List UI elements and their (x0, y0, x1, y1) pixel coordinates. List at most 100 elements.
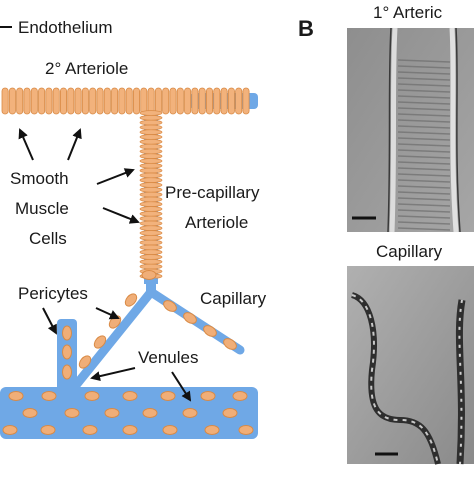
panel-b-top-title: 1° Arteric (373, 3, 443, 22)
arrow-pericytes-capillary (95, 307, 120, 320)
pericyte (204, 425, 220, 435)
arteriole-2-label: 2° Arteriole (45, 59, 128, 78)
panel-b-letter: B (298, 16, 314, 41)
pericyte (223, 338, 237, 350)
smooth-muscle-ring (139, 215, 163, 222)
smooth-muscle-ring (140, 87, 148, 115)
smooth-muscle-ring (139, 244, 163, 251)
smooth-muscle-ring (139, 254, 163, 260)
smooth-muscle-ring (139, 187, 163, 193)
smooth-muscle-ring (139, 201, 163, 207)
smooth-muscle-ring (139, 225, 163, 231)
smooth-muscle-ring (139, 196, 163, 203)
smooth-muscle-ring (30, 87, 38, 115)
smooth-muscle-ring (139, 143, 163, 150)
smooth-muscle-ring (227, 87, 235, 115)
smooth-muscle-ring (220, 87, 228, 115)
pericyte (64, 408, 80, 418)
smooth-muscle-ring (111, 87, 119, 115)
smooth-muscle-ring (139, 158, 163, 164)
arrow-venules-vertical (90, 367, 136, 382)
pericyte (232, 391, 248, 401)
smooth-muscle-ring (1, 87, 9, 115)
smooth-muscle-ring (184, 87, 192, 115)
smooth-muscle-ring (74, 87, 82, 115)
smooth-muscle-label-line3: Cells (29, 229, 67, 248)
smooth-muscle-ring (139, 139, 163, 145)
precapillary-smooth-muscle-rings (139, 110, 163, 279)
smooth-muscle-ring (235, 87, 243, 115)
pericyte (122, 391, 138, 401)
endothelium-label: Endothelium (18, 18, 113, 37)
smooth-muscle-ring (8, 87, 16, 115)
arrow-smooth-muscle-left (18, 128, 34, 161)
pericyte (163, 300, 177, 312)
pericyte (183, 312, 197, 324)
smooth-muscle-ring (139, 153, 163, 159)
smooth-muscle-ring (169, 87, 177, 115)
smooth-muscle-ring (16, 87, 24, 115)
arrow-pericytes-venule (42, 307, 57, 335)
smooth-muscle-ring (191, 87, 199, 115)
pericyte (222, 408, 238, 418)
smooth-muscle-ring (139, 148, 163, 155)
arrow-smooth-muscle-precap-lower (102, 207, 140, 224)
pericyte (82, 425, 98, 435)
smooth-muscle-ring (139, 263, 163, 270)
smooth-muscle-ring (139, 172, 163, 179)
precapillary-arteriole-vessel (139, 110, 163, 284)
smooth-muscle-ring (139, 235, 163, 241)
arteriole-smooth-muscle-rings (1, 87, 250, 115)
smooth-muscle-ring (139, 249, 163, 255)
pericyte (200, 391, 216, 401)
micrograph-capillary (347, 266, 474, 465)
pericyte (62, 344, 72, 360)
pericyte (62, 364, 72, 380)
smooth-muscle-ring (198, 87, 206, 115)
smooth-muscle-ring (139, 124, 163, 131)
smooth-muscle-ring (139, 220, 163, 227)
smooth-muscle-ring (147, 87, 155, 115)
pericyte (141, 270, 157, 280)
smooth-muscle-ring (213, 87, 221, 115)
smooth-muscle-ring (96, 87, 104, 115)
smooth-muscle-label-line2: Muscle (15, 199, 69, 218)
pericyte (238, 425, 254, 435)
smooth-muscle-ring (139, 239, 163, 246)
smooth-muscle-ring (139, 115, 163, 121)
smooth-muscle-ring (139, 163, 163, 169)
smooth-muscle-ring (118, 87, 126, 115)
smooth-muscle-ring (89, 87, 97, 115)
precapillary-label-line1: Pre-capillary (165, 183, 260, 202)
pericyte (142, 408, 158, 418)
pericytes (2, 270, 254, 435)
micrograph-arteriole (347, 27, 474, 233)
pericyte (62, 325, 72, 341)
pericyte (2, 425, 18, 435)
pericyte (22, 408, 38, 418)
smooth-muscle-ring (139, 191, 163, 198)
pericyte (162, 425, 178, 435)
pericyte (78, 355, 92, 369)
smooth-muscle-label-line1: Smooth (10, 169, 69, 188)
smooth-muscle-ring (103, 87, 111, 115)
panel-b-bottom-title: Capillary (376, 242, 443, 261)
smooth-muscle-ring (132, 87, 140, 115)
pericytes-label: Pericytes (18, 284, 88, 303)
smooth-muscle-ring (162, 87, 170, 115)
smooth-muscle-ring (139, 167, 163, 174)
smooth-muscle-ring (45, 87, 53, 115)
arrow-venules-horizontal (171, 371, 192, 402)
venule-vertical (57, 319, 77, 403)
venules-label: Venules (138, 348, 199, 367)
arteriole-2-vessel (1, 87, 258, 115)
smooth-muscle-ring (67, 87, 75, 115)
pericyte (182, 408, 198, 418)
smooth-muscle-ring (139, 177, 163, 183)
arrow-smooth-muscle-right (67, 128, 82, 161)
smooth-muscle-ring (23, 87, 31, 115)
smooth-muscle-ring (139, 110, 163, 116)
venule-horizontal (0, 387, 258, 439)
